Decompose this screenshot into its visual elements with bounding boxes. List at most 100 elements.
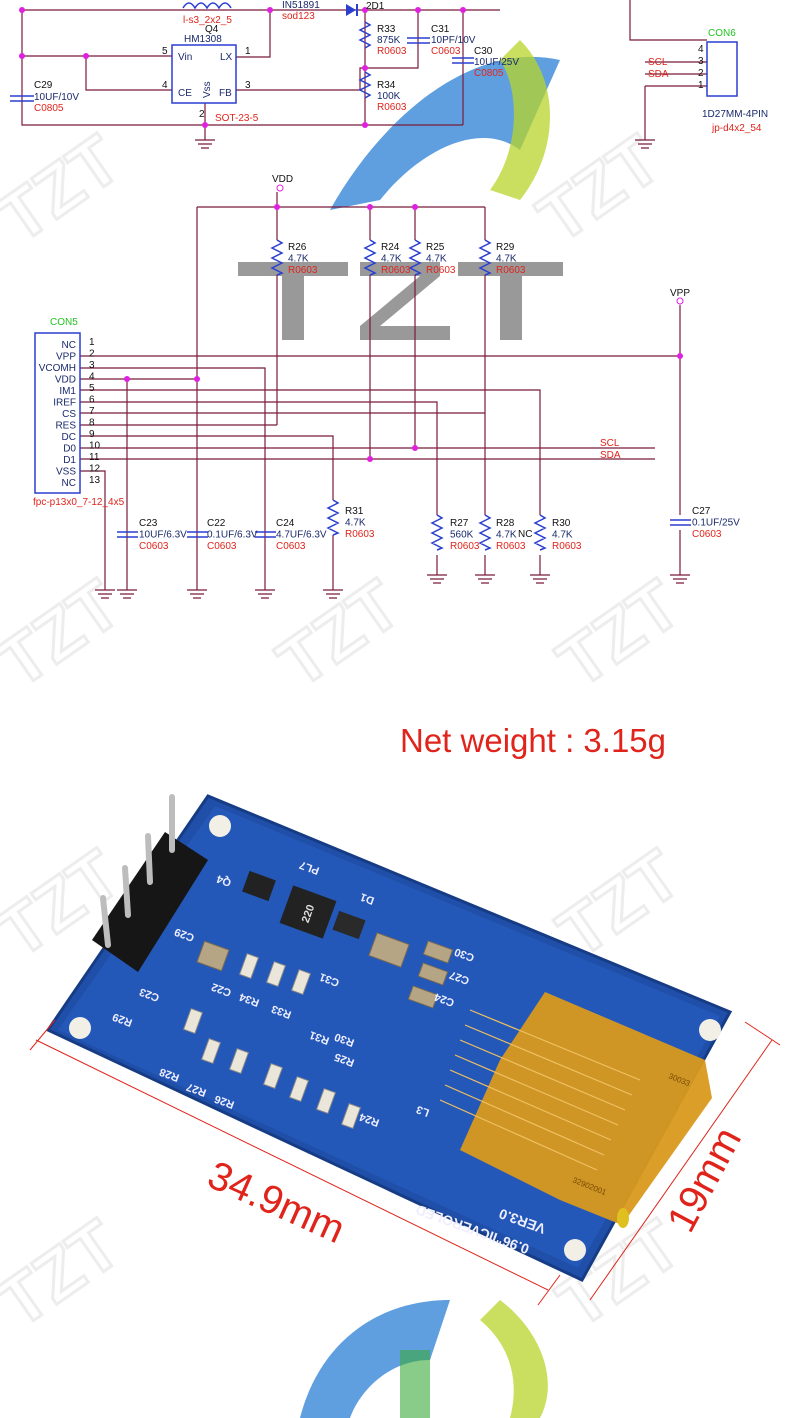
con5-pin-name: IM1 — [59, 386, 76, 397]
con5-pin-number: 12 — [89, 464, 101, 475]
net-weight: Net weight : 3.15g — [400, 722, 666, 759]
oled-module-photo: Q4PL7D1C29C22R34R33C31C30C27C24C23R29R28… — [45, 794, 733, 1282]
diode-part: IN51891 — [282, 0, 320, 11]
c30-value: 10UF/25V — [474, 57, 519, 68]
r30-value: 4.7K — [552, 530, 573, 541]
q4-pin-lx: LX — [220, 52, 233, 63]
q4-pin-ce: CE — [178, 88, 192, 99]
con5-pin-name: NC — [62, 478, 76, 489]
r27-pkg: R0603 — [450, 541, 480, 552]
vpp-label: VPP — [670, 288, 690, 299]
con5-pin-number: 4 — [89, 372, 95, 383]
pullup-value: 4.7K — [426, 254, 447, 265]
r33-package: R0603 — [377, 46, 407, 57]
vdd-label: VDD — [272, 174, 293, 185]
c30-package: C0805 — [474, 68, 504, 79]
con6-connector: CON6 4 3 2 1 SCL SDA 1D27MM-4PIN jp-d4x2… — [629, 0, 768, 149]
con5-pin-name: IREF — [53, 398, 76, 409]
watermark-text: TZT — [0, 565, 134, 702]
con5-pin-number: 9 — [89, 429, 95, 440]
con6-ref: CON6 — [708, 28, 736, 39]
con5-pin-name: D1 — [63, 455, 76, 466]
pin-header — [92, 832, 208, 972]
q4-package: SOT-23-5 — [215, 113, 259, 124]
c22-ref: C22 — [207, 518, 226, 529]
q4-part: HM1308 — [184, 34, 222, 45]
con5-pin-name: VDD — [55, 375, 76, 386]
con6-signal-sda: SDA — [648, 69, 669, 80]
diode-ref: 2D1 — [366, 1, 385, 12]
con6-pin-number: 4 — [698, 44, 704, 55]
pcb-silkscreen-label: L3 — [415, 1103, 431, 1119]
diode-package: sod123 — [282, 11, 315, 22]
watermark-text: TZT — [264, 565, 414, 702]
c30-ref: C30 — [474, 46, 493, 57]
con5-pin-number: 6 — [89, 395, 95, 406]
pullup-pkg: R0603 — [426, 265, 456, 276]
pullup-pkg: R0603 — [288, 265, 318, 276]
c31-package: C0603 — [431, 46, 461, 57]
con5-pin-name: DC — [62, 432, 76, 443]
r27-ref: R27 — [450, 518, 469, 529]
c27-ref: C27 — [692, 506, 711, 517]
con5-pin-number: 13 — [89, 475, 101, 486]
con6-signal-scl: SCL — [648, 57, 668, 68]
q4-ref: Q4 — [205, 24, 219, 35]
c24-value: 4.7UF/6.3V — [276, 530, 327, 541]
c24-pkg: C0603 — [276, 541, 306, 552]
boost-circuit: l-s3_2x2_5 IN51891 sod123 2D1 Q4 HM1308 … — [10, 0, 519, 149]
pullup-value: 4.7K — [496, 254, 517, 265]
watermark-text: TZT — [0, 120, 134, 257]
r30-nc-note: NC — [518, 529, 532, 540]
con6-pin-number: 1 — [698, 80, 704, 91]
c23-value: 10UF/6.3V — [139, 530, 187, 541]
con6-package: jp-d4x2_54 — [711, 123, 762, 134]
pullup-ref: R29 — [496, 242, 515, 253]
c23-pkg: C0603 — [139, 541, 169, 552]
con5-pin-number: 1 — [89, 337, 95, 348]
r27-value: 560K — [450, 530, 474, 541]
r34-ref: R34 — [377, 80, 396, 91]
c29-package: C0805 — [34, 103, 64, 114]
q4-pin-number: 5 — [162, 46, 168, 57]
con5-pin-number: 3 — [89, 360, 95, 371]
q4-pin-number: 3 — [245, 80, 251, 91]
c22-pkg: C0603 — [207, 541, 237, 552]
con5-pin-name: D0 — [63, 444, 76, 455]
q4-pin-number: 1 — [245, 46, 251, 57]
r34-value: 100K — [377, 91, 401, 102]
c23-ref: C23 — [139, 518, 158, 529]
q4-pin-fb: FB — [219, 88, 232, 99]
pcb-silkscreen-label: D1 — [359, 890, 376, 906]
c29-ref: C29 — [34, 80, 53, 91]
inductor-package: l-s3_2x2_5 — [183, 15, 232, 26]
c24-ref: C24 — [276, 518, 295, 529]
con5-pin-number: 11 — [89, 452, 100, 463]
con5-pin-name: VCOMH — [39, 363, 76, 374]
con5-pin-name: VPP — [56, 352, 76, 363]
c31-ref: C31 — [431, 24, 450, 35]
r33-value: 875K — [377, 35, 401, 46]
oled-interface-circuit: VDD VPP CON5 fpc-p13x0_7-12_4x5 SCL SDA … — [33, 174, 740, 599]
con6-pin-number: 2 — [698, 68, 704, 79]
q4-pin-vss: Vss — [202, 81, 213, 98]
pullup-ref: R24 — [381, 242, 400, 253]
q4-pin-vin: Vin — [178, 52, 192, 63]
con5-package: fpc-p13x0_7-12_4x5 — [33, 497, 125, 508]
watermark-text: TZT — [0, 1205, 134, 1342]
c27-value: 0.1UF/25V — [692, 518, 740, 529]
pullup-value: 4.7K — [381, 254, 402, 265]
r30-pkg: R0603 — [552, 541, 582, 552]
con5-pin-name: NC — [62, 340, 76, 351]
net-sda: SDA — [600, 450, 621, 461]
inductor-marking: 220 — [300, 903, 318, 924]
length-dimension: 34.9mm — [201, 1153, 351, 1252]
con5-pin-number: 2 — [89, 349, 95, 360]
con5-pin-number: 7 — [89, 406, 95, 417]
c27-pkg: C0603 — [692, 529, 722, 540]
con5-ref: CON5 — [50, 317, 78, 328]
pullup-ref: R26 — [288, 242, 307, 253]
r31-pkg: R0603 — [345, 529, 375, 540]
logo-swoosh — [300, 40, 560, 1418]
